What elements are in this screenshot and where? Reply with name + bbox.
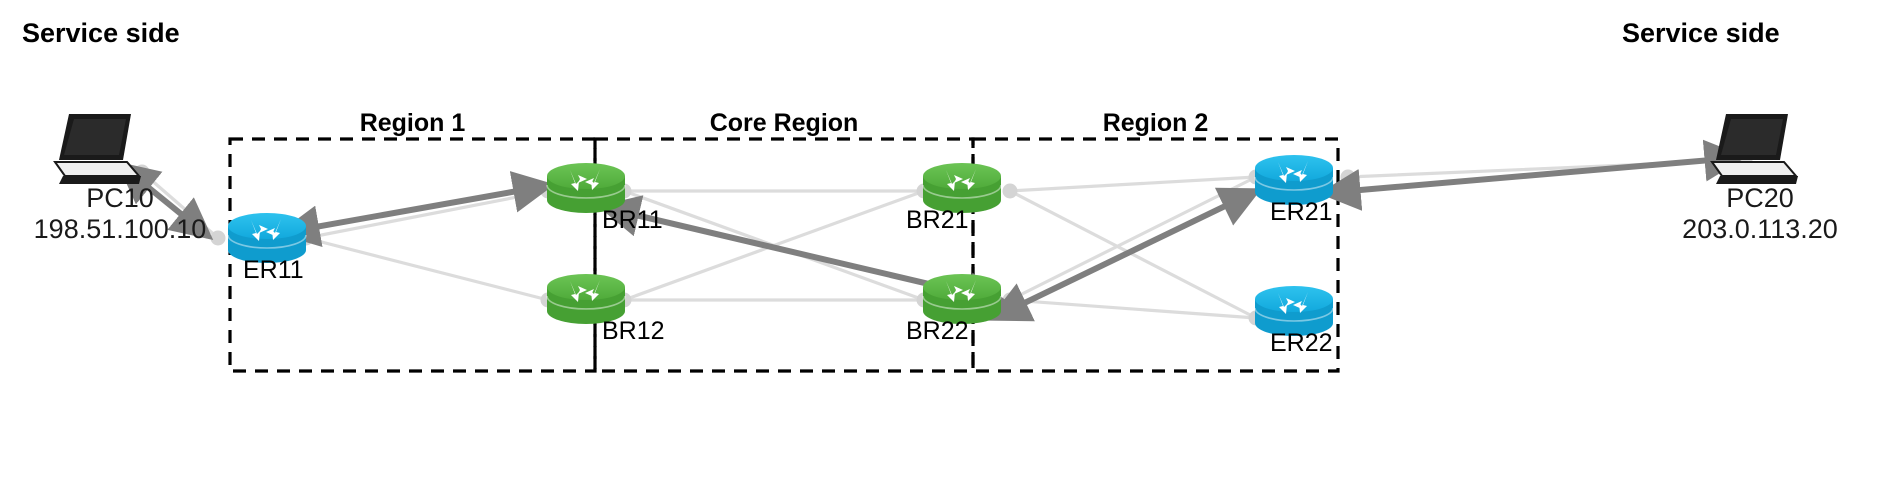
pc10-name: PC10 [86, 183, 154, 213]
router-icon-er22[interactable] [1254, 286, 1334, 336]
link-br21-er21 [1008, 175, 1258, 193]
endpoint-dot [210, 230, 226, 246]
pc20-ip: 203.0.113.20 [1682, 214, 1838, 244]
flow-pc10-er11 [116, 161, 214, 241]
router-icon-br21[interactable] [922, 163, 1002, 213]
router-arrows-glyph [564, 280, 608, 302]
pc10-ip: 198.51.100.10 [33, 214, 207, 244]
router-label-er21: ER21 [1270, 198, 1333, 226]
region-title-region-1: Region 1 [359, 109, 466, 137]
endpoint-dot [1002, 183, 1018, 199]
pc-icon-layer [53, 114, 1799, 184]
router-label-br22: BR22 [906, 317, 969, 345]
router-arrows-glyph [245, 219, 289, 241]
link-er11-br12 [304, 236, 550, 302]
router-label-br12: BR12 [602, 317, 665, 345]
link-er11-br11 [304, 189, 550, 240]
flow-er21-pc20 [1318, 139, 1747, 211]
router-arrows-glyph [940, 280, 984, 302]
router-icon-br11[interactable] [546, 163, 626, 213]
router-icon-layer [227, 155, 1334, 336]
region-box-region-1 [228, 137, 597, 373]
router-icon-er21[interactable] [1254, 155, 1334, 205]
laptop-icon-pc20[interactable] [1710, 114, 1799, 184]
router-label-br21: BR21 [906, 206, 969, 234]
endpoint-dot [1002, 292, 1018, 308]
router-label-br11: BR11 [602, 206, 663, 234]
service-side-label-right: Service side [1622, 18, 1780, 48]
service-side-label-left: Service side [22, 18, 180, 48]
router-arrows-glyph [940, 169, 984, 191]
pc-label-pc20: PC20 203.0.113.20 [1640, 183, 1880, 245]
region-title-core-region: Core Region [709, 109, 859, 137]
router-icon-br12[interactable] [546, 274, 626, 324]
link-br22-er22 [1008, 298, 1258, 320]
router-arrows-glyph [564, 169, 608, 191]
router-icon-br22[interactable] [922, 274, 1002, 324]
flow-br22-er21 [987, 187, 1262, 322]
router-label-er22: ER22 [1270, 329, 1333, 357]
router-arrows-glyph [1272, 161, 1316, 183]
router-arrows-glyph [1272, 292, 1316, 314]
link-br22-er21 [1008, 175, 1258, 302]
region-title-region-2: Region 2 [1102, 109, 1209, 137]
router-label-er11: ER11 [243, 256, 304, 284]
endpoint-dot [1340, 169, 1356, 185]
pc20-name: PC20 [1726, 183, 1794, 213]
region-boundaries [228, 137, 1340, 373]
laptop-icon-pc10[interactable] [53, 114, 142, 184]
pc-label-pc10: PC10 198.51.100.10 [0, 183, 240, 245]
flow-er11-br11 [277, 171, 555, 248]
router-icon-er11[interactable] [227, 213, 307, 263]
